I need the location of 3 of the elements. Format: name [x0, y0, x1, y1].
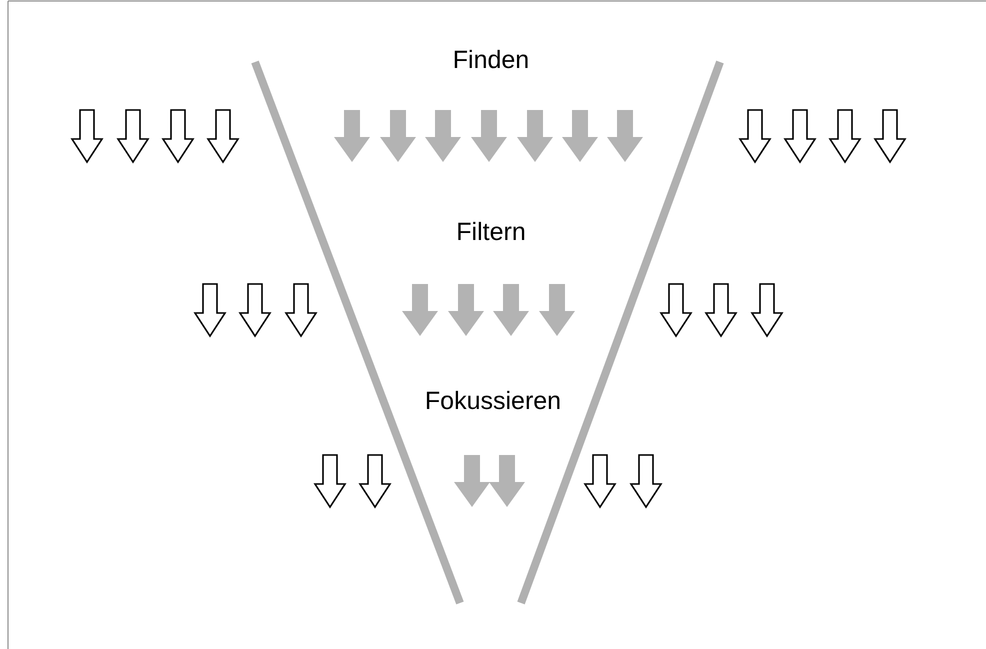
stage-label: Fokussieren [424, 389, 562, 414]
stage-label: Finden [452, 48, 530, 73]
stage-label: Filtern [456, 220, 526, 245]
